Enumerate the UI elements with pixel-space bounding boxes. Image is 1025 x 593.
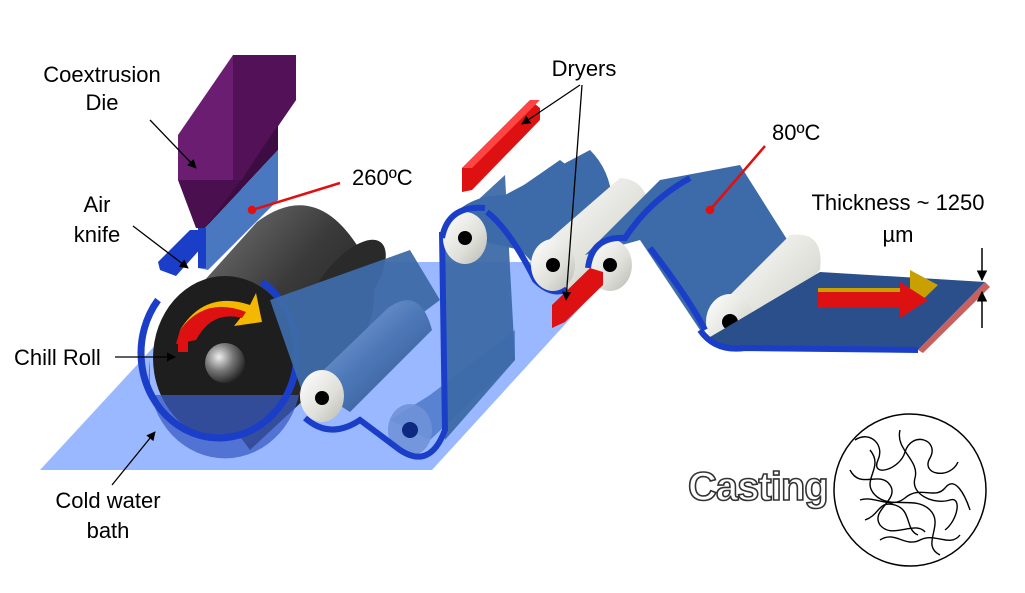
leader-lines xyxy=(111,84,583,486)
temperature-leaders xyxy=(247,145,766,215)
process-title: Casting xyxy=(688,465,828,509)
label-air-knife-2: knife xyxy=(74,222,120,247)
label-coextrusion-die-2: Die xyxy=(85,90,118,115)
label-thickness-1: Thickness ~ 1250 xyxy=(811,190,984,215)
label-thickness-2: µm xyxy=(882,222,913,247)
output-direction-arrow-icon xyxy=(818,270,938,318)
melt-curtain xyxy=(198,150,278,270)
bath-guide-roll xyxy=(300,300,432,422)
label-cold-water-bath-2: bath xyxy=(87,518,130,543)
label-dryers: Dryers xyxy=(552,56,617,81)
label-chill-roll: Chill Roll xyxy=(14,345,101,370)
polymer-chain-illustration xyxy=(833,413,987,567)
dryer-bottom xyxy=(552,268,603,328)
label-cold-water-bath-1: Cold water xyxy=(55,488,160,513)
dryer-top xyxy=(462,100,540,192)
white-roll-1 xyxy=(531,178,649,291)
air-knife xyxy=(158,230,203,276)
label-coextrusion-die-1: Coextrusion xyxy=(43,62,160,87)
label-temp-die: 260ºC xyxy=(352,165,413,190)
label-temp-dryer: 80ºC xyxy=(772,120,821,145)
label-air-knife-1: Air xyxy=(84,192,111,217)
chill-roll xyxy=(137,205,386,459)
rotation-arrow-icon xyxy=(176,293,262,352)
film-web-bath xyxy=(270,250,440,400)
chill-roll-hub xyxy=(205,343,245,383)
coextrusion-die xyxy=(178,55,296,228)
